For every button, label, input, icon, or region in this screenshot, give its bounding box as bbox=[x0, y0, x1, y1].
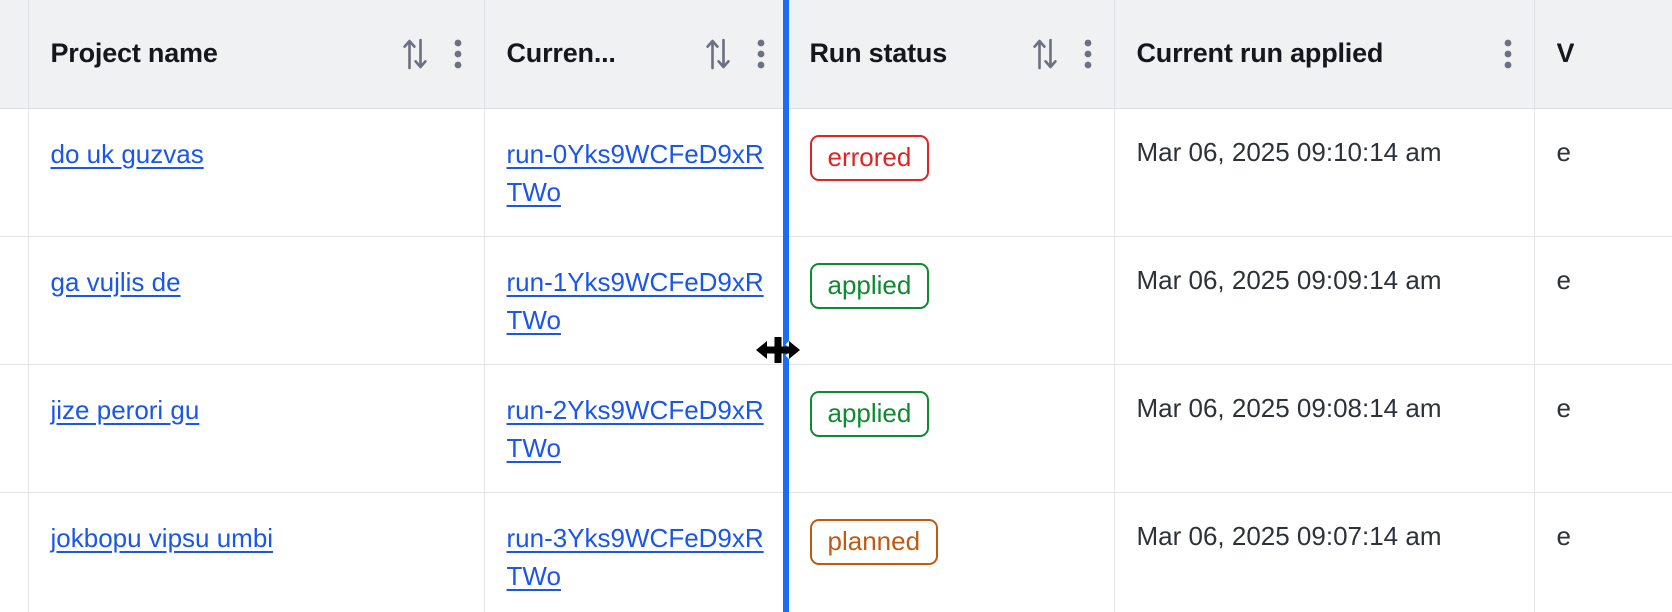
row-select-cell[interactable] bbox=[0, 108, 29, 237]
cell-project-name: ga vujlis de bbox=[28, 236, 485, 365]
cell-project-name: jize perori gu bbox=[28, 364, 485, 493]
cell-current-run: run-2Yks9WCFeD9xRTWo bbox=[484, 364, 788, 493]
current-run-link[interactable]: run-2Yks9WCFeD9xRTWo bbox=[506, 394, 764, 463]
cell-project-name: do uk guzvas bbox=[28, 108, 485, 237]
table-row: do uk guzvas run-0Yks9WCFeD9xRTWo errore… bbox=[0, 108, 1672, 237]
table-row: jize perori gu run-2Yks9WCFeD9xRTWo appl… bbox=[0, 364, 1672, 493]
cell-run-status: planned bbox=[787, 492, 1115, 612]
column-header-label-current-run: Curren... bbox=[506, 38, 616, 69]
column-header-label-project-name: Project name bbox=[50, 38, 218, 69]
column-header-project-name[interactable]: Project name bbox=[28, 0, 485, 109]
cell-current-run-applied: Mar 06, 2025 09:07:14 am bbox=[1114, 492, 1535, 612]
cell-vcs-repo: e bbox=[1534, 108, 1672, 237]
cell-run-status: applied bbox=[787, 236, 1115, 365]
current-run-applied-text: Mar 06, 2025 09:09:14 am bbox=[1136, 264, 1442, 295]
vcs-repo-text: e bbox=[1556, 520, 1571, 551]
row-select-cell[interactable] bbox=[0, 492, 29, 612]
status-badge: planned bbox=[809, 518, 939, 565]
cell-current-run: run-0Yks9WCFeD9xRTWo bbox=[484, 108, 788, 237]
cell-vcs-repo: e bbox=[1534, 492, 1672, 612]
column-header-label-vcs-repo: V bbox=[1556, 38, 1575, 69]
current-run-link[interactable]: run-3Yks9WCFeD9xRTWo bbox=[506, 522, 764, 591]
project-name-link[interactable]: do uk guzvas bbox=[50, 138, 204, 169]
status-badge: applied bbox=[809, 262, 930, 309]
current-run-applied-text: Mar 06, 2025 09:10:14 am bbox=[1136, 136, 1442, 167]
sort-arrows-icon-run-status[interactable] bbox=[1032, 37, 1058, 71]
kebab-menu-icon-project-name[interactable] bbox=[454, 37, 462, 71]
project-name-link[interactable]: jize perori gu bbox=[50, 394, 200, 425]
project-name-link[interactable]: ga vujlis de bbox=[50, 266, 181, 297]
table-body: do uk guzvas run-0Yks9WCFeD9xRTWo errore… bbox=[0, 108, 1672, 612]
current-run-applied-text: Mar 06, 2025 09:07:14 am bbox=[1136, 520, 1442, 551]
vcs-repo-text: e bbox=[1556, 136, 1571, 167]
cell-current-run-applied: Mar 06, 2025 09:10:14 am bbox=[1114, 108, 1535, 237]
vcs-repo-text: e bbox=[1556, 392, 1571, 423]
cell-current-run-applied: Mar 06, 2025 09:08:14 am bbox=[1114, 364, 1535, 493]
cell-project-name: jokbopu vipsu umbi bbox=[28, 492, 485, 612]
column-header-select bbox=[0, 0, 29, 109]
column-header-label-run-status: Run status bbox=[809, 38, 948, 69]
kebab-menu-icon-current-run-applied[interactable] bbox=[1504, 37, 1512, 71]
cell-current-run: run-1Yks9WCFeD9xRTWo bbox=[484, 236, 788, 365]
table-header: Project name bbox=[0, 0, 1672, 109]
table-row: ga vujlis de run-1Yks9WCFeD9xRTWo applie… bbox=[0, 236, 1672, 365]
sort-arrows-icon-project-name[interactable] bbox=[402, 37, 428, 71]
column-header-run-status[interactable]: Run status bbox=[787, 0, 1115, 109]
row-select-cell[interactable] bbox=[0, 236, 29, 365]
cell-vcs-repo: e bbox=[1534, 364, 1672, 493]
row-select-cell[interactable] bbox=[0, 364, 29, 493]
cell-vcs-repo: e bbox=[1534, 236, 1672, 365]
current-run-link[interactable]: run-0Yks9WCFeD9xRTWo bbox=[506, 138, 764, 207]
column-header-current-run-applied[interactable]: Current run applied bbox=[1114, 0, 1535, 109]
cell-run-status: errored bbox=[787, 108, 1115, 237]
column-header-vcs-repo[interactable]: V bbox=[1534, 0, 1672, 109]
sort-arrows-icon-current-run[interactable] bbox=[705, 37, 731, 71]
column-header-current-run[interactable]: Curren... bbox=[484, 0, 788, 109]
status-badge: applied bbox=[809, 390, 930, 437]
vcs-repo-text: e bbox=[1556, 264, 1571, 295]
kebab-menu-icon-run-status[interactable] bbox=[1084, 37, 1092, 71]
table-row: jokbopu vipsu umbi run-3Yks9WCFeD9xRTWo … bbox=[0, 492, 1672, 612]
header-row: Project name bbox=[0, 0, 1672, 109]
current-run-applied-text: Mar 06, 2025 09:08:14 am bbox=[1136, 392, 1442, 423]
cell-current-run: run-3Yks9WCFeD9xRTWo bbox=[484, 492, 788, 612]
kebab-menu-icon-current-run[interactable] bbox=[757, 37, 765, 71]
cell-current-run-applied: Mar 06, 2025 09:09:14 am bbox=[1114, 236, 1535, 365]
current-run-link[interactable]: run-1Yks9WCFeD9xRTWo bbox=[506, 266, 764, 335]
project-name-link[interactable]: jokbopu vipsu umbi bbox=[50, 522, 274, 553]
status-badge: errored bbox=[809, 134, 930, 181]
cell-run-status: applied bbox=[787, 364, 1115, 493]
column-header-label-current-run-applied: Current run applied bbox=[1136, 38, 1384, 69]
